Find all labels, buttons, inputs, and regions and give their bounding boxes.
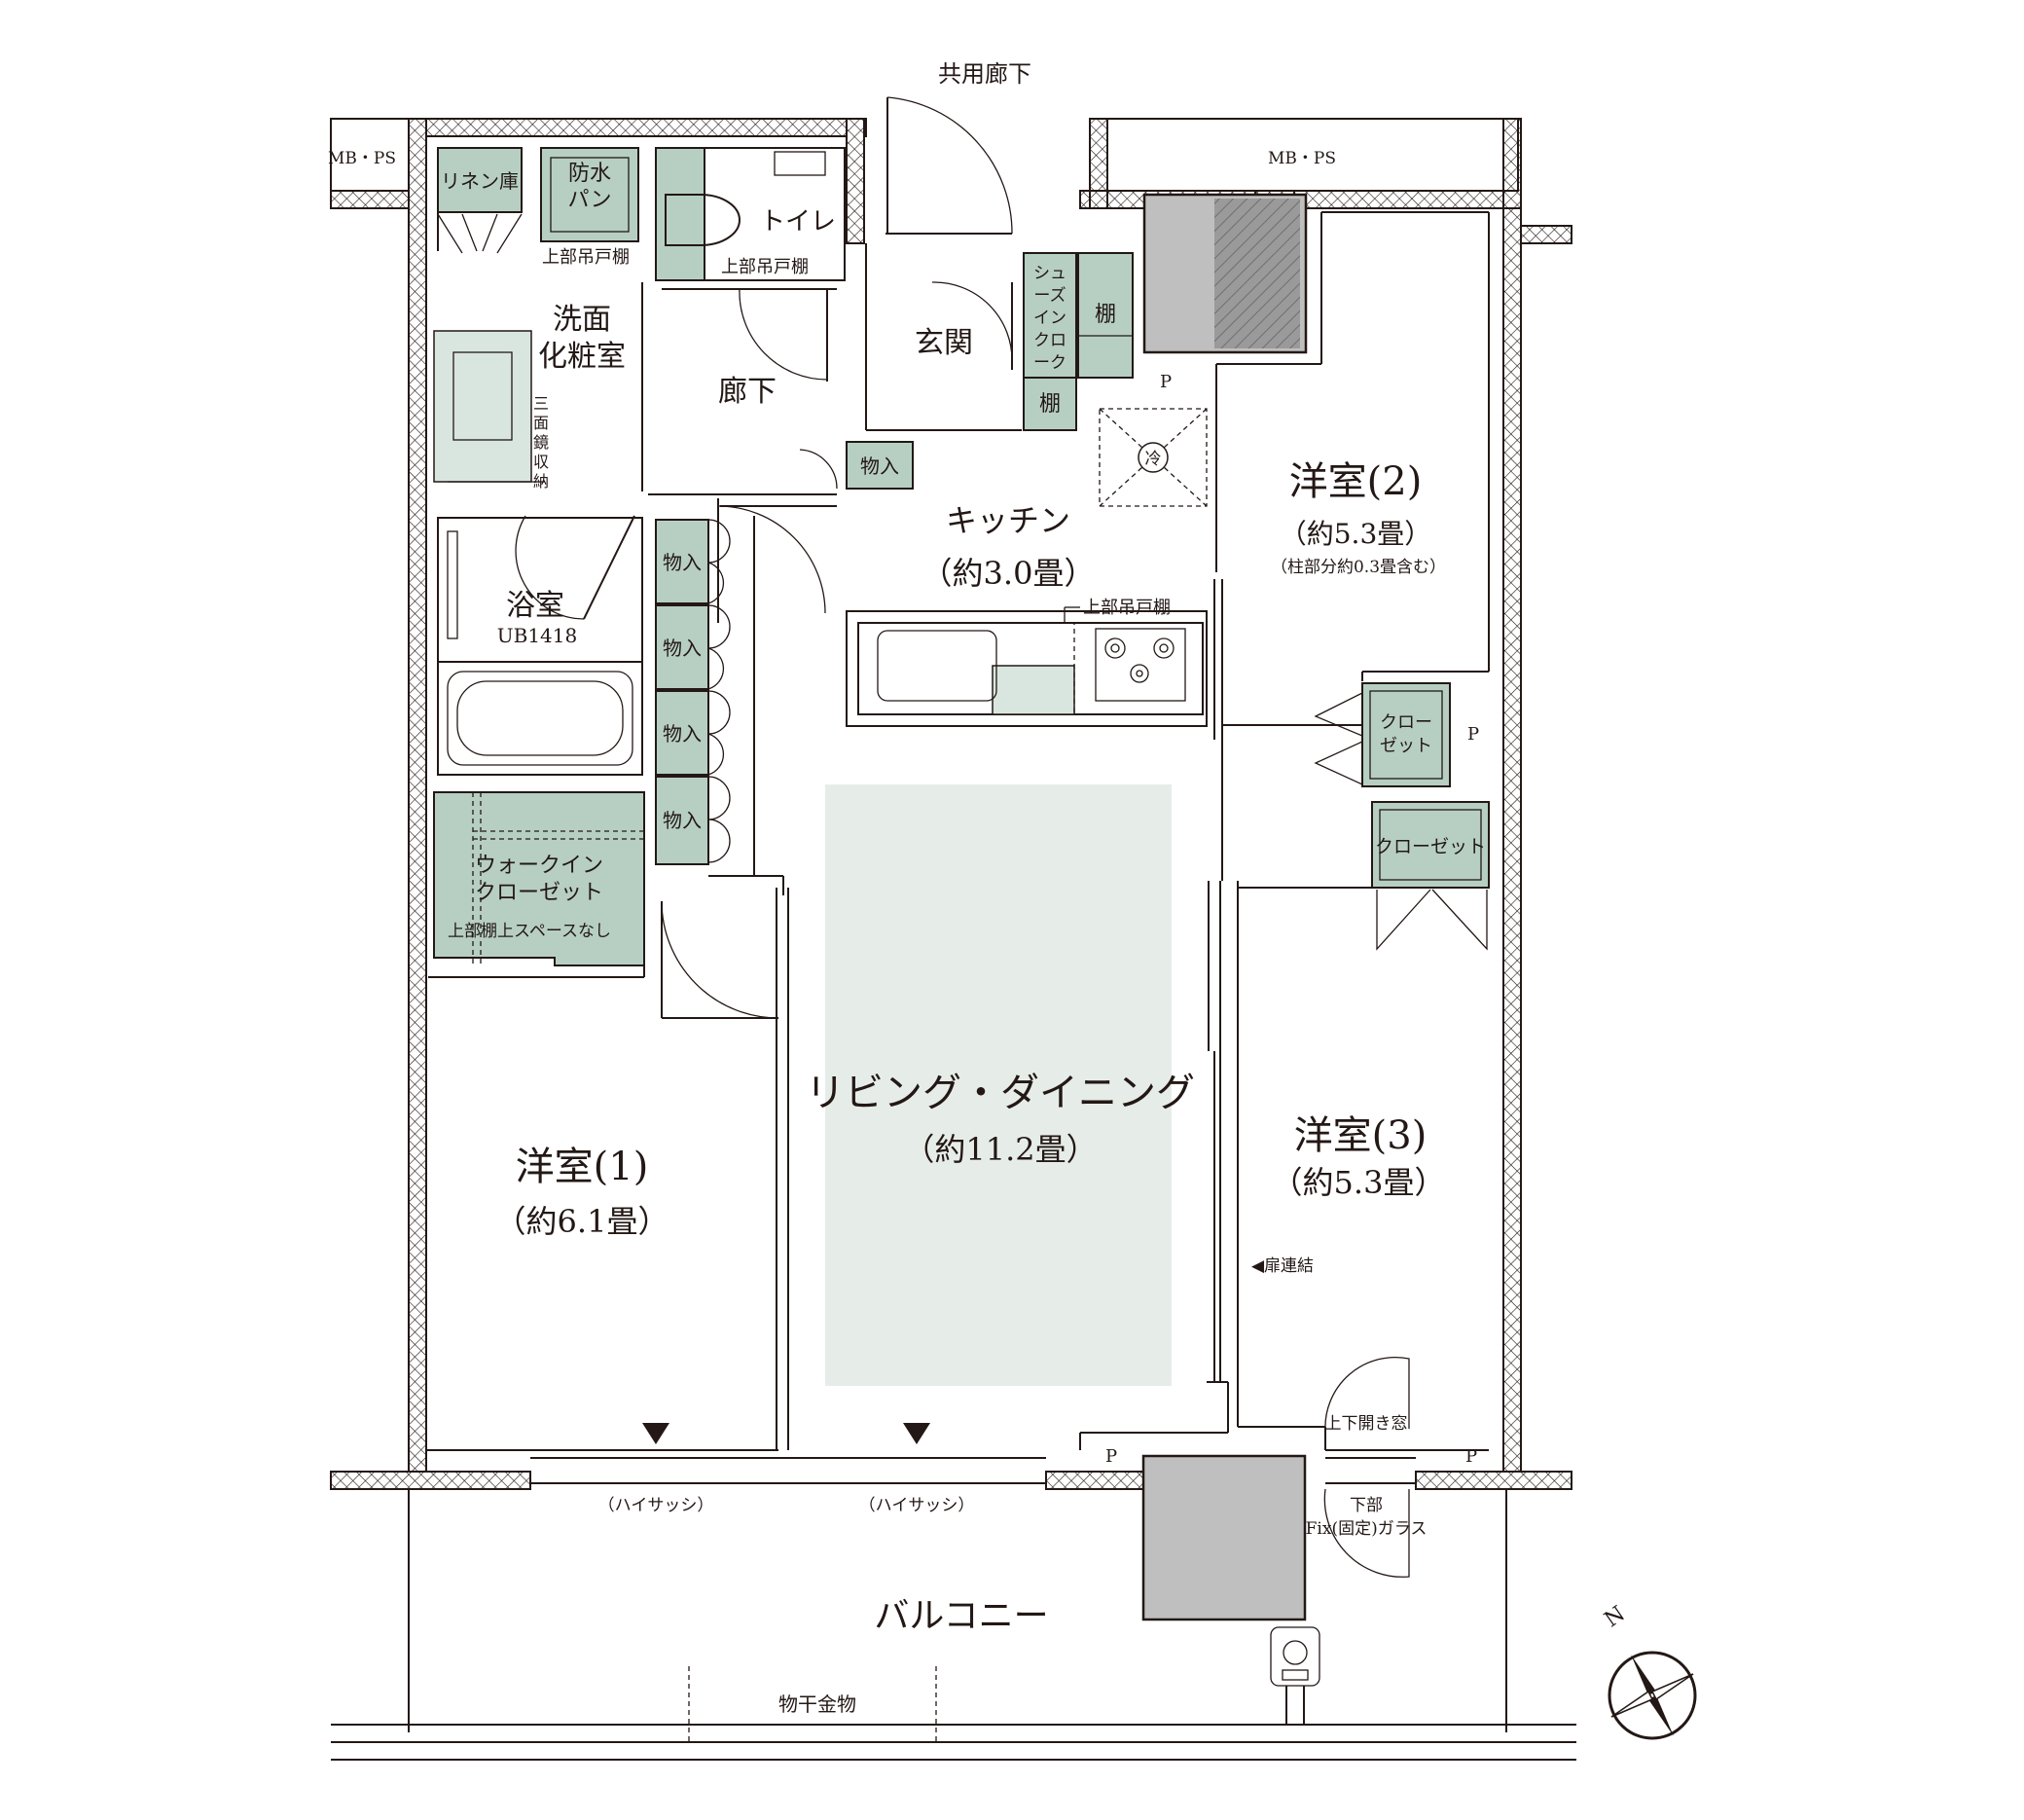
entrance-door: 共用廊下 xyxy=(886,60,1031,235)
upper-cabinet-label-2: 上部吊戸棚 xyxy=(721,257,809,277)
fridge-label: 冷 xyxy=(1145,450,1162,469)
washroom-label-1: 洗面 xyxy=(553,303,611,337)
waterproof-pan-label-2: パン xyxy=(567,188,611,212)
bath-code: UB1418 xyxy=(497,624,577,647)
western-3-name: 洋室(3) xyxy=(1294,1113,1428,1158)
shoe-closet-1: シュ xyxy=(1033,264,1066,283)
storage-column: 物入 物入 物入 物入 xyxy=(655,498,837,895)
balcony: バルコニー 物干金物 xyxy=(331,1454,1576,1761)
shoe-closet-3: イン xyxy=(1033,309,1066,328)
compass-icon: N xyxy=(1601,1602,1697,1740)
north-label: N xyxy=(1601,1602,1630,1633)
living-dining: リビング・ダイニング （約11.2畳） xyxy=(806,579,1229,1450)
mirror-storage-2: 面 xyxy=(533,414,549,432)
balcony-label: バルコニー xyxy=(874,1596,1048,1636)
mirror-storage-3: 鏡 xyxy=(533,433,549,452)
storage-1-label: 物入 xyxy=(663,551,702,574)
lower-fix-glass-label-2: Fix(固定)ガラス xyxy=(1306,1519,1428,1539)
walk-in-closet-label-1: ウォークイン xyxy=(475,854,603,878)
closet-a-label-2: ゼット xyxy=(1380,736,1432,756)
mirror-storage-4: 収 xyxy=(533,453,549,471)
window-sashes: （ハイサッシ） （ハイサッシ） P 下部 Fix(固定)ガラス xyxy=(530,1423,1428,1578)
door-link-label: ◀扉連結 xyxy=(1251,1256,1314,1276)
shelf-label-2: 棚 xyxy=(1039,392,1061,417)
walk-in-closet-label-2: クローゼット xyxy=(475,881,603,905)
common-corridor-label: 共用廊下 xyxy=(938,60,1031,88)
wet-zone-top: リネン庫 防水 パン 上部吊戸棚 トイレ 上部吊戸棚 xyxy=(437,147,846,382)
closet-a-label-1: クロー xyxy=(1380,712,1432,733)
western-1-size: （約6.1畳） xyxy=(495,1203,669,1240)
western-2-note: （柱部分約0.3畳含む） xyxy=(1271,558,1446,577)
fridge-space: 冷 xyxy=(1099,408,1208,507)
western-2-name: 洋室(2) xyxy=(1289,459,1423,504)
storage-3-label: 物入 xyxy=(663,722,702,746)
entrance-area: 玄関 シュ ーズ イン クロ ーク 棚 棚 xyxy=(865,243,1134,431)
waterproof-pan-label-1: 防水 xyxy=(568,162,611,186)
shelf-label-1: 棚 xyxy=(1095,303,1116,327)
western-room-3: クローゼット 洋室(3) （約5.3畳） ◀扉連結 上下開き窓 P xyxy=(1237,801,1490,1467)
washroom: 洗面 化粧室 三 面 鏡 収 納 xyxy=(433,282,643,491)
western-2-size: （約5.3畳） xyxy=(1280,518,1432,550)
storage-4-label: 物入 xyxy=(663,809,702,832)
ldk-size: （約11.2畳） xyxy=(903,1131,1097,1168)
small-storage: 物入 xyxy=(799,441,914,490)
washroom-label-2: 化粧室 xyxy=(538,340,626,374)
western-room-2: P 洋室(2) （約5.3畳） （柱部分約0.3畳含む） クロー ゼット P xyxy=(1142,193,1490,787)
clothes-hanger-label: 物干金物 xyxy=(778,1693,856,1716)
kitchen-size: （約3.0畳） xyxy=(922,555,1096,592)
hallway-label: 廊下 xyxy=(718,375,777,409)
high-sash-label-1: （ハイサッシ） xyxy=(598,1496,714,1515)
western-1-name: 洋室(1) xyxy=(516,1145,649,1189)
bath: 浴室 UB1418 xyxy=(437,515,643,776)
kitchen-upper-cabinet-label: 上部吊戸棚 xyxy=(1083,598,1171,618)
shoe-closet-5: ーク xyxy=(1033,353,1066,373)
up-down-window-label: 上下開き窓 xyxy=(1325,1414,1408,1434)
mirror-storage-5: 納 xyxy=(533,472,549,491)
bath-label: 浴室 xyxy=(506,589,564,623)
kitchen-name: キッチン xyxy=(946,502,1070,539)
storage-2-label: 物入 xyxy=(663,637,702,660)
mb-ps-boxes: MB・PS MB・PS xyxy=(328,118,1519,192)
entrance-label: 玄関 xyxy=(915,326,973,360)
p-mark-2: P xyxy=(1467,724,1479,745)
mb-ps-left-label: MB・PS xyxy=(328,149,396,168)
linen-label: リネン庫 xyxy=(441,169,519,193)
hallway: 廊下 xyxy=(648,375,837,495)
walk-in-closet: ウォークイン クローゼット 上部棚上スペースなし xyxy=(428,791,645,978)
p-mark-4: P xyxy=(1465,1446,1477,1467)
p-mark-1: P xyxy=(1160,372,1172,392)
mb-ps-right-label: MB・PS xyxy=(1268,149,1336,168)
p-mark-3: P xyxy=(1105,1446,1117,1467)
high-sash-label-2: （ハイサッシ） xyxy=(859,1496,975,1515)
western-3-size: （約5.3畳） xyxy=(1272,1164,1446,1201)
upper-cabinet-label-1: 上部吊戸棚 xyxy=(542,247,630,268)
western-room-1: 洋室(1) （約6.1畳） xyxy=(426,888,789,1451)
shoe-closet-4: クロ xyxy=(1033,331,1066,350)
small-storage-label: 物入 xyxy=(860,455,899,478)
ldk-name: リビング・ダイニング xyxy=(806,1071,1195,1115)
mirror-storage-1: 三 xyxy=(533,394,549,413)
lower-fix-glass-label-1: 下部 xyxy=(1350,1496,1383,1515)
kitchen: キッチン （約3.0畳） 上部吊戸棚 xyxy=(846,502,1208,727)
walk-in-note: 上部棚上スペースなし xyxy=(448,922,611,941)
closet-b-label: クローゼット xyxy=(1375,836,1486,857)
shoe-closet-2: ーズ xyxy=(1033,286,1066,306)
toilet-label: トイレ xyxy=(760,207,836,237)
